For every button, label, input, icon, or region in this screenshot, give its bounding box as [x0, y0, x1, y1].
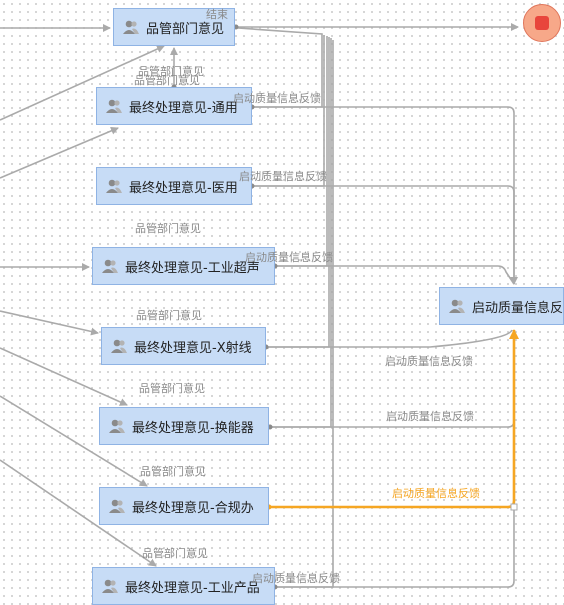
edge-bundle-3 [275, 36, 328, 267]
edge-medical-feedback [252, 185, 515, 284]
user-task-icon [449, 299, 465, 313]
edge-label-dept: 品管部门意见 [138, 65, 204, 78]
user-task-icon [106, 179, 122, 193]
node-final-transducer[interactable]: 最终处理意见-换能器 [99, 407, 269, 445]
node-label: 最终处理意见-工业超声 [125, 260, 260, 276]
node-label: 最终处理意见-医用 [129, 180, 238, 196]
edge-industrial-feedback [275, 330, 515, 588]
edge-in-industrial [0, 459, 157, 567]
node-label: 最终处理意见-X射线 [134, 340, 252, 356]
edge-label-feedback: 启动质量信息反馈 [252, 572, 340, 585]
node-label: 最终处理意见-工业产品 [125, 580, 260, 596]
node-final-ultrasound[interactable]: 最终处理意见-工业超声 [92, 247, 275, 285]
edge-label-dept: 品管部门意见 [136, 309, 202, 322]
node-final-medical[interactable]: 最终处理意见-医用 [96, 167, 252, 205]
edge-bundle-4 [266, 37, 330, 348]
edge-label-dept: 品管部门意见 [140, 465, 206, 478]
node-final-general[interactable]: 最终处理意见-通用 [96, 87, 252, 125]
edge-label-feedback: 启动质量信息反馈 [385, 355, 473, 368]
node-dept-opinion[interactable]: 品管部门意见 [113, 8, 235, 46]
edge-xray-feedback [266, 329, 513, 348]
edge-label-end: 结束 [206, 8, 228, 21]
user-task-icon [109, 499, 125, 513]
node-label: 最终处理意见-换能器 [132, 420, 254, 436]
node-label: 最终处理意见-通用 [129, 100, 238, 116]
stop-icon [535, 16, 549, 30]
node-quality-feedback[interactable]: 启动质量信息反馈 [439, 287, 564, 325]
node-final-xray[interactable]: 最终处理意见-X射线 [101, 327, 266, 365]
edge-label-feedback: 启动质量信息反馈 [245, 251, 333, 264]
edge-label-feedback: 启动质量信息反馈 [386, 410, 474, 423]
node-label: 启动质量信息反馈 [472, 300, 564, 316]
edge-label-feedback: 启动质量信息反馈 [239, 170, 327, 183]
edge-in-dept-2 [0, 45, 165, 121]
edge-label-dept: 品管部门意见 [135, 222, 201, 235]
user-task-icon [109, 419, 125, 433]
user-task-icon [111, 339, 127, 353]
edge-in-compliance [0, 395, 148, 487]
edge-bundle-2 [252, 35, 325, 187]
edge-label-dept: 品管部门意见 [142, 547, 208, 560]
edge-in-xray [0, 310, 99, 336]
end-event[interactable] [523, 4, 561, 42]
user-task-icon [102, 579, 118, 593]
edge-in-transducer [0, 347, 128, 406]
node-label: 最终处理意见-合规办 [132, 500, 254, 516]
edge-in-general [0, 127, 119, 179]
edge-label-feedback: 启动质量信息反馈 [233, 92, 321, 105]
edge-label-dept: 品管部门意见 [134, 74, 200, 87]
edge-general-feedback [252, 106, 518, 285]
edge-label-dept: 品管部门意见 [139, 382, 205, 395]
user-task-icon [102, 259, 118, 273]
edge-label-feedback-highlight: 启动质量信息反馈 [392, 487, 480, 500]
node-final-industrial[interactable]: 最终处理意见-工业产品 [92, 567, 275, 605]
edge-ultrasound-feedback [275, 265, 515, 285]
user-task-icon [106, 99, 122, 113]
node-label: 品管部门意见 [146, 21, 225, 37]
node-final-compliance[interactable]: 最终处理意见-合规办 [99, 487, 269, 525]
user-task-icon [123, 20, 139, 34]
